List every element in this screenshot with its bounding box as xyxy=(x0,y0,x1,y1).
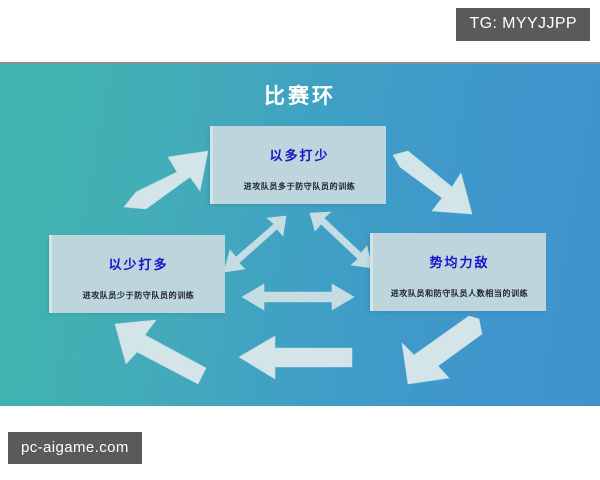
page-title: 比赛环 xyxy=(264,84,336,108)
arrow-southwest-icon xyxy=(390,314,485,388)
node-title-right: 势均力敌 xyxy=(429,256,490,271)
arrow-double-horizontal-icon xyxy=(240,280,356,314)
node-description-top: 进攻队员多于防守队员的训练 xyxy=(243,182,356,191)
node-title-left: 以少打多 xyxy=(108,258,169,273)
site-watermark-badge: pc-aigame.com xyxy=(8,432,142,464)
arrow-west-icon xyxy=(237,334,355,382)
node-title-top: 以多打少 xyxy=(269,149,330,164)
arrow-northwest-icon xyxy=(112,318,212,396)
arrow-southeast-icon xyxy=(388,149,480,227)
node-box-right[interactable]: 势均力敌 进攻队员和防守队员人数相当的训练 xyxy=(370,233,546,311)
node-description-left: 进攻队员少于防守队员的训练 xyxy=(82,291,195,300)
arrow-northeast-icon xyxy=(122,145,212,220)
arrow-double-diagonal-ne-icon xyxy=(222,214,288,276)
arrow-double-diagonal-nw-icon xyxy=(308,210,374,272)
telegram-watermark-badge: TG: MYYJJPP xyxy=(456,8,590,41)
node-box-left[interactable]: 以少打多 进攻队员少于防守队员的训练 xyxy=(49,235,225,313)
node-description-right: 进攻队员和防守队员人数相当的训练 xyxy=(390,289,529,298)
node-box-top[interactable]: 以多打少 进攻队员多于防守队员的训练 xyxy=(210,126,386,204)
diagram-canvas: 比赛环 xyxy=(0,62,600,406)
